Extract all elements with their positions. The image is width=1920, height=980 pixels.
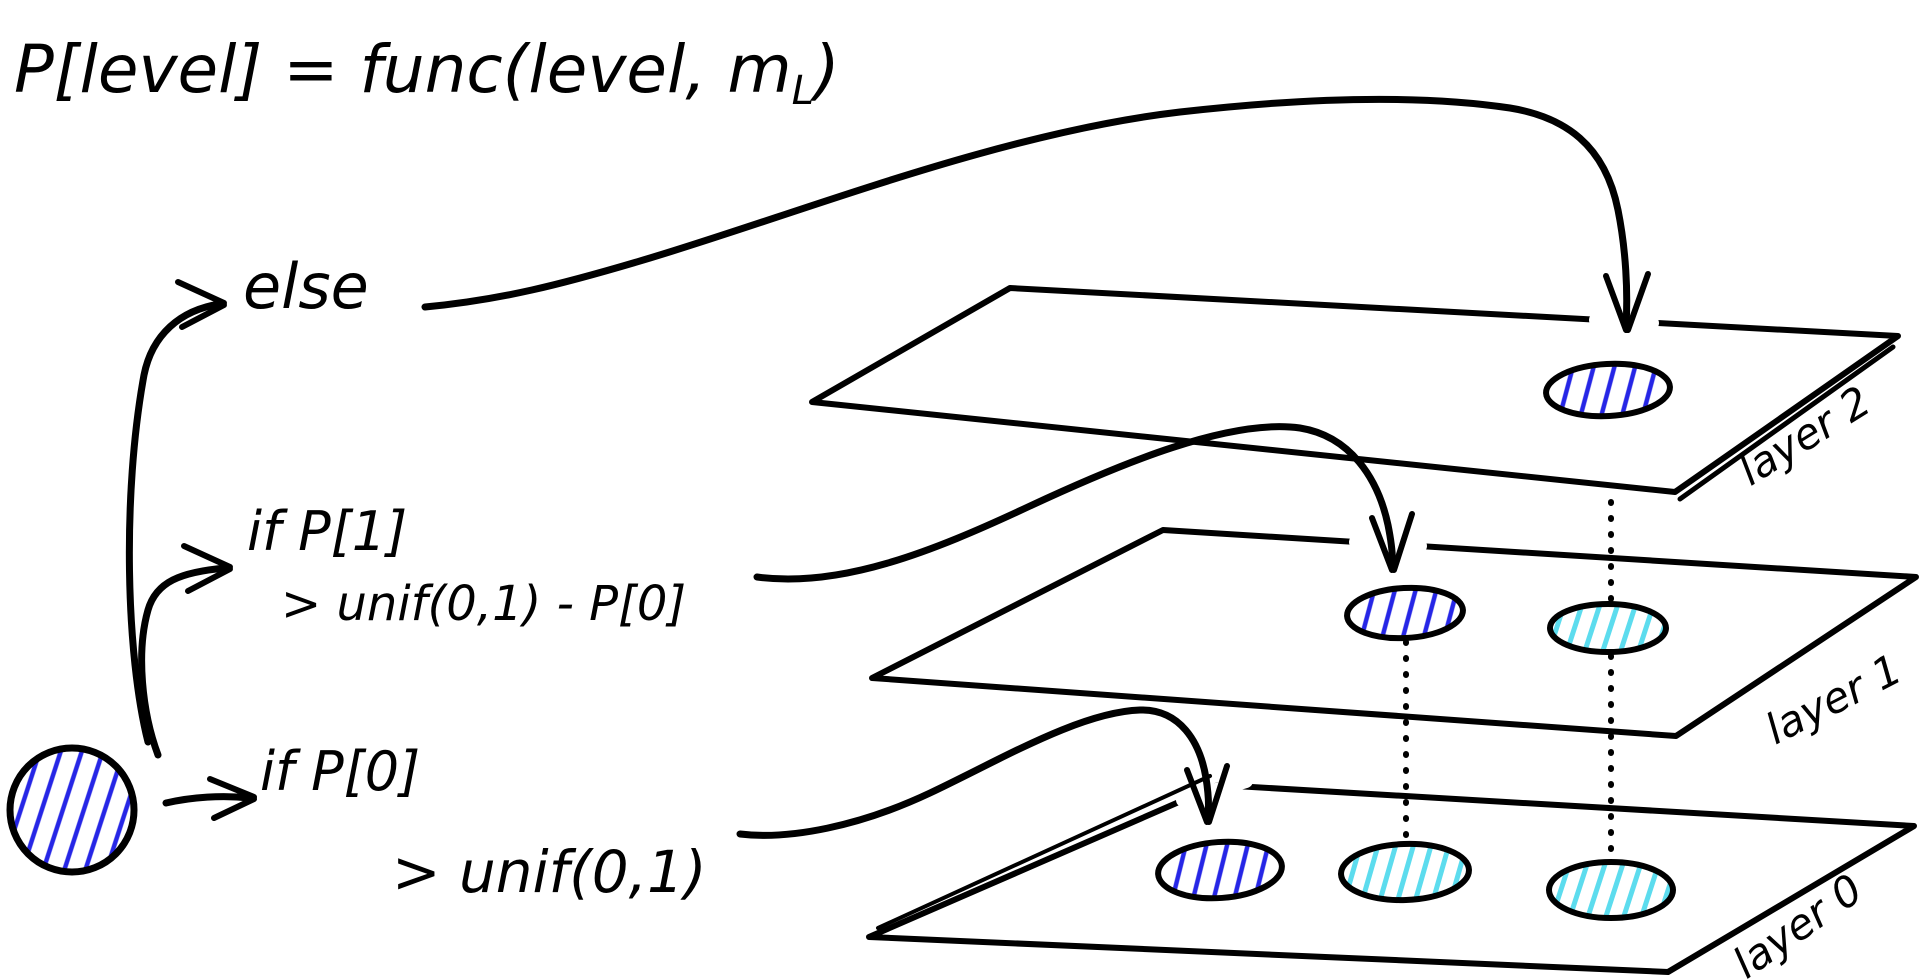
probability-formula: P[level] = func(level, mL) <box>14 31 840 114</box>
layer-2-plane <box>809 285 1901 502</box>
if-p1-condition-line2: > unif(0,1) - P[0] <box>281 576 686 632</box>
layer1-node-cyan-ellipse <box>1547 601 1669 655</box>
layer2-node-blue-ellipse <box>1543 360 1673 420</box>
entry-node-circle <box>6 744 138 876</box>
if-p0-condition-line1: if P[0] <box>260 740 420 803</box>
arrow-ifp1-to-layer1 <box>753 423 1415 583</box>
arrow-node-to-ifp1 <box>138 543 233 759</box>
if-p0-condition-line2: > unif(0,1) <box>392 838 707 906</box>
arrow-node-to-else <box>125 279 227 746</box>
layer1-node-blue-ellipse <box>1344 584 1466 642</box>
arrow-ifp0-to-layer0 <box>736 706 1230 839</box>
if-p1-condition-line1: if P[1] <box>247 500 407 563</box>
layer0-node-cyan-ellipse-1 <box>1338 840 1472 904</box>
layer0-node-cyan-ellipse-2 <box>1546 859 1676 921</box>
else-label: else <box>243 250 369 323</box>
layer0-node-blue-ellipse <box>1155 838 1285 902</box>
arrow-else-to-layer2 <box>421 95 1651 333</box>
arrow-node-to-ifp0 <box>162 776 257 821</box>
